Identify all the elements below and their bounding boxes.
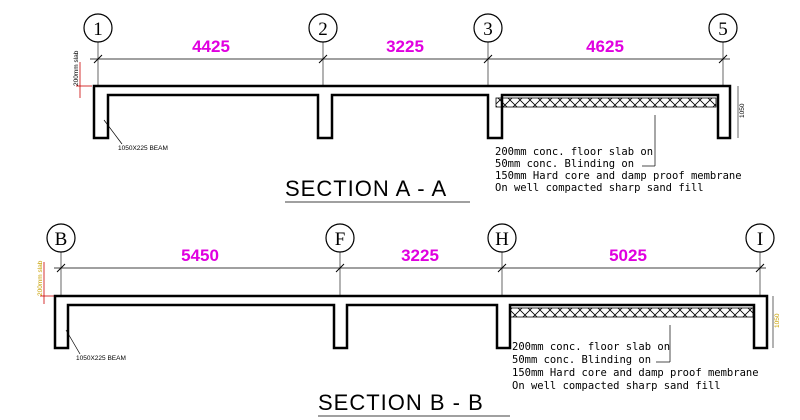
note-line: On well compacted sharp sand fill: [495, 182, 704, 194]
section-title: SECTION B - B: [318, 390, 484, 415]
notes-a: 200mm conc. floor slab on 50mm conc. Bli…: [495, 115, 742, 194]
beam-label: 1050X225 BEAM: [118, 145, 168, 152]
section-title-b: SECTION B - B: [318, 390, 510, 417]
grid-label: H: [495, 229, 509, 250]
beam-callout-b: 1050X225 BEAM: [65, 329, 126, 362]
section-title-a: SECTION A - A: [285, 176, 470, 203]
beam-callout-a: 1050X225 BEAM: [103, 119, 168, 152]
notes-b: 200mm conc. floor slab on 50mm conc. Bli…: [512, 325, 759, 392]
note-line: On well compacted sharp sand fill: [512, 380, 721, 392]
grid-bubble-b-h: H: [487, 223, 517, 253]
note-line: 150mm Hard core and damp proof membrane: [512, 367, 759, 379]
section-title: SECTION A - A: [285, 176, 447, 201]
grid-label: 1: [93, 19, 103, 40]
note-line: 150mm Hard core and damp proof membrane: [495, 170, 742, 182]
grid-label: B: [55, 229, 68, 250]
dimension-text: 4625: [586, 37, 624, 56]
note-line: 50mm conc. Blinding on: [512, 354, 651, 366]
grid-bubble-a-1: 1: [83, 13, 113, 43]
height-dim-b: 1050: [772, 296, 781, 348]
dimension-text: 3225: [386, 37, 424, 56]
grid-label: I: [757, 229, 763, 250]
section-a: 1 2 3 5: [73, 13, 746, 203]
slab-outline-a: [92, 84, 732, 140]
section-b: B F H I 5450: [37, 223, 781, 417]
grid-lines-a: [97, 42, 724, 86]
note-line: 200mm conc. floor slab on: [495, 146, 653, 158]
slab-label: 200mm slab: [73, 50, 80, 86]
note-line: 200mm conc. floor slab on: [512, 341, 670, 353]
grid-lines-b: [60, 252, 761, 296]
dimension-text: 3225: [401, 246, 439, 265]
note-line: 50mm conc. Blinding on: [495, 158, 634, 170]
dimension-line-b: 5450 3225 5025: [54, 246, 766, 273]
grid-bubble-a-5: 5: [708, 13, 738, 43]
dimension-text: 5025: [609, 246, 647, 265]
dimension-text: 5450: [181, 246, 219, 265]
grid-bubble-b-f: F: [325, 223, 355, 253]
dimension-line-a: 4425 3225 4625: [90, 37, 730, 64]
grid-bubble-b-b: B: [46, 223, 76, 253]
hardcore-hatch-b: [509, 307, 754, 318]
grid-label: F: [335, 229, 346, 250]
grid-bubble-a-2: 2: [308, 13, 338, 43]
slab-thickness-b: 200mm slab: [37, 260, 56, 304]
grid-bubble-b-i: I: [745, 223, 775, 253]
height-label: 1050: [774, 313, 781, 328]
slab-outline-b: [53, 294, 769, 350]
grid-label: 3: [483, 19, 493, 40]
height-dim-a: 1050: [737, 86, 746, 138]
beam-label: 1050X225 BEAM: [76, 355, 126, 362]
hardcore-hatch-a: [495, 97, 717, 108]
height-label: 1050: [739, 103, 746, 118]
grid-label: 2: [318, 19, 328, 40]
dimension-text: 4425: [192, 37, 230, 56]
slab-label: 200mm slab: [37, 260, 44, 296]
grid-bubble-a-3: 3: [473, 13, 503, 43]
grid-label: 5: [718, 19, 728, 40]
slab-thickness-a: 200mm slab: [73, 50, 92, 98]
